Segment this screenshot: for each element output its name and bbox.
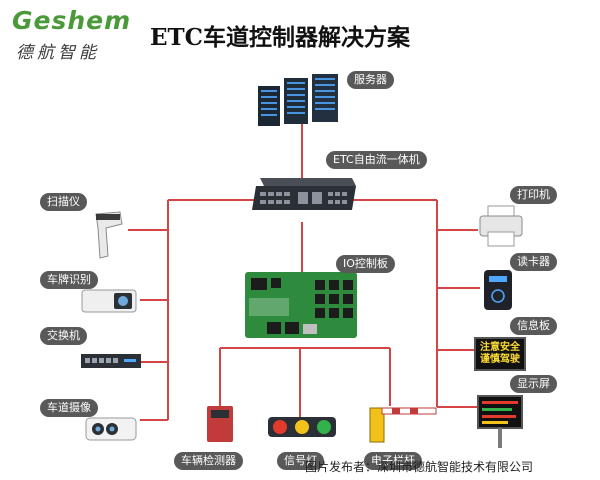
server-label: 服务器 bbox=[347, 71, 394, 89]
vehicle-detector-label: 车辆检测器 bbox=[174, 452, 243, 470]
info-board-line-1: 注意安全 bbox=[480, 342, 520, 353]
lane-camera-icon bbox=[85, 417, 137, 441]
scanner-label: 扫描仪 bbox=[40, 193, 87, 211]
card-reader-icon bbox=[484, 270, 512, 310]
page-title: ETC车道控制器解决方案 bbox=[150, 24, 410, 51]
traffic-light-icon bbox=[268, 417, 336, 437]
barrier-label: 电子栏杆 bbox=[364, 452, 422, 470]
barcode-scanner-icon bbox=[95, 211, 123, 259]
brand-chinese-name: 德航智能 bbox=[16, 43, 100, 63]
card-reader-label: 读卡器 bbox=[510, 253, 557, 271]
display-screen-icon bbox=[477, 395, 523, 448]
server-rack-image bbox=[258, 74, 338, 126]
signal-light-label: 信号灯 bbox=[277, 452, 324, 470]
info-board-line-2: 谨慎驾驶 bbox=[480, 354, 520, 365]
etc-machine-image bbox=[252, 178, 356, 210]
vehicle-detector-icon bbox=[207, 406, 233, 442]
io-board-label: IO控制板 bbox=[336, 255, 395, 273]
brand-logo: Geshem bbox=[12, 6, 132, 35]
info-board-display: 注意安全 谨慎驾驶 bbox=[474, 337, 526, 371]
printer-icon bbox=[479, 205, 523, 247]
lane-camera-label: 车道摄像 bbox=[40, 399, 98, 417]
barrier-gate-icon bbox=[369, 407, 437, 443]
display-screen-label: 显示屏 bbox=[510, 375, 557, 393]
info-board-label: 信息板 bbox=[510, 317, 557, 335]
network-switch-icon bbox=[81, 354, 141, 368]
switch-label: 交换机 bbox=[40, 327, 87, 345]
plate-camera-icon bbox=[81, 289, 137, 313]
publisher-footer: 图片发布者：深圳市德航智能技术有限公司 bbox=[305, 460, 534, 474]
etc-machine-label: ETC自由流一体机 bbox=[326, 151, 427, 169]
io-board-image bbox=[245, 272, 357, 338]
printer-label: 打印机 bbox=[510, 186, 557, 204]
plate-recognition-label: 车牌识别 bbox=[40, 271, 98, 289]
